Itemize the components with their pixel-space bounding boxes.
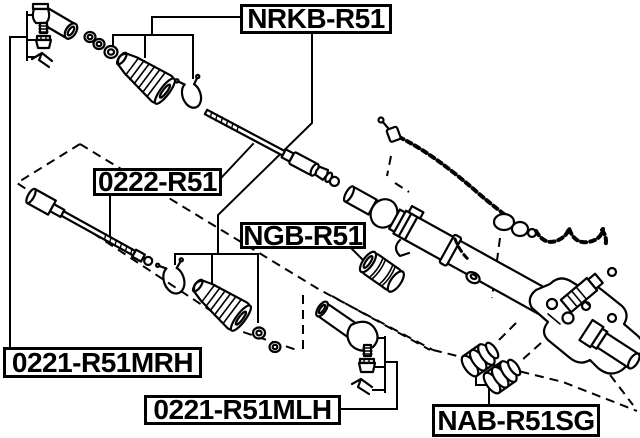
label-0221-r51mlh: 0221-R51MLH: [144, 395, 341, 425]
tie-rod-end-rh-drawing: [30, 2, 79, 69]
boot-clip-upper-drawing: [174, 73, 203, 109]
label-0221-r51mrh: 0221-R51MRH: [3, 347, 202, 378]
inner-tie-rod-upper-drawing: [203, 108, 341, 188]
hydraulic-pipes-drawing: [377, 116, 608, 262]
boot-kit-washers-lower: [251, 326, 282, 354]
rack-assembly-drawing: [342, 185, 640, 375]
label-0222-r51: 0222-R51: [93, 168, 222, 196]
boot-clip-lower-drawing: [155, 257, 186, 295]
inner-tie-rod-lower-drawing: [25, 187, 154, 267]
boot-upper-drawing: [115, 51, 177, 105]
rack-mount-bushings-drawing: [460, 341, 522, 395]
label-nrkb-r51: NRKB-R51: [240, 4, 392, 34]
boot-lower-drawing: [191, 278, 253, 332]
boot-kit-washers-upper: [83, 30, 119, 60]
leader-lines: [9, 11, 504, 410]
label-ngb-r51: NGB-R51: [240, 221, 366, 249]
tie-rod-end-lh-drawing: [315, 300, 379, 396]
steering-gear-bushing-drawing: [358, 250, 405, 293]
label-nab-r51sg: NAB-R51SG: [432, 404, 600, 437]
